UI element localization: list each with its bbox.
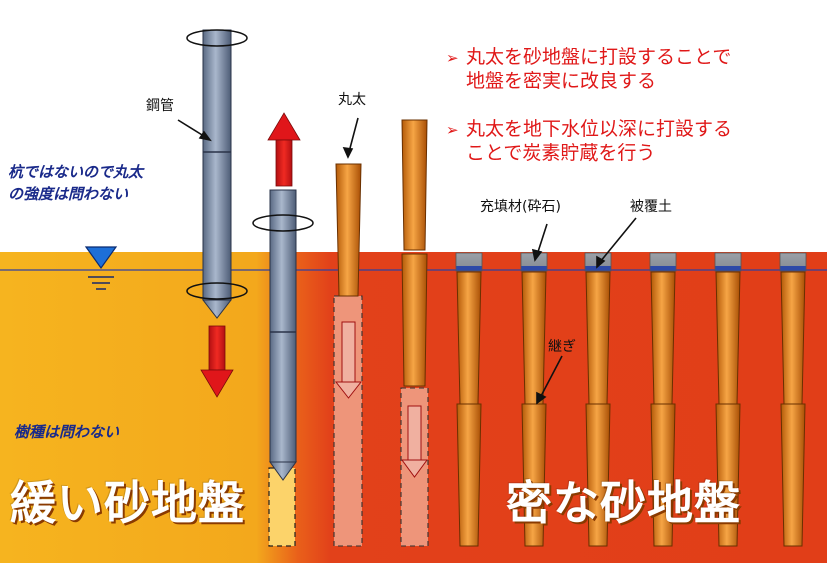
loose-sand-label: 緩い砂地盤	[10, 476, 245, 530]
installed-log-pile	[520, 252, 548, 547]
fill-material-label: 充填材(砕石)	[480, 199, 561, 215]
drive-down-arrow-1	[200, 325, 234, 398]
steel-pipe-label: 鋼管	[146, 98, 174, 114]
drive-down-arrow-3	[401, 405, 428, 478]
withdraw-up-arrow	[267, 112, 301, 187]
bullet-marker-icon: ➢	[446, 49, 459, 67]
water-level-icon	[84, 246, 118, 290]
bullet-1: ➢ 丸太を砂地盤に打設することで 地盤を密実に改良する	[446, 46, 731, 94]
bullet-2-line1: 丸太を地下水位以深に打設する	[466, 118, 733, 140]
steel-pipe-1	[186, 29, 248, 319]
bullet-2-line2: ことで炭素貯蔵を行う	[466, 141, 656, 164]
log-label: 丸太	[338, 92, 366, 108]
joint-label: 継ぎ	[548, 339, 576, 355]
strength-note-line1: 杭ではないので丸太	[8, 163, 144, 181]
installed-log-piles	[455, 252, 807, 547]
cover-soil-label: 被覆土	[630, 199, 672, 215]
bullet-1-line1: 丸太を砂地盤に打設することで	[466, 46, 732, 68]
steel-pipe-2	[252, 189, 314, 547]
strength-note-line2: の強度は問わない	[8, 185, 129, 203]
installed-log-pile	[714, 252, 742, 547]
log-pile-2	[400, 119, 429, 547]
leader-lines	[177, 117, 637, 405]
bullet-1-line2: 地盤を密実に改良する	[466, 69, 657, 92]
bullet-2: ➢ 丸太を地下水位以深に打設する ことで炭素貯蔵を行う	[446, 118, 732, 166]
bullet-marker-icon: ➢	[446, 121, 459, 139]
installed-log-pile	[779, 252, 807, 547]
installed-log-pile	[649, 252, 677, 547]
installed-log-pile	[455, 252, 483, 547]
drive-down-arrow-2	[334, 321, 363, 399]
species-note: 樹種は問わない	[14, 423, 120, 441]
dense-sand-label: 密な砂地盤	[506, 476, 741, 530]
